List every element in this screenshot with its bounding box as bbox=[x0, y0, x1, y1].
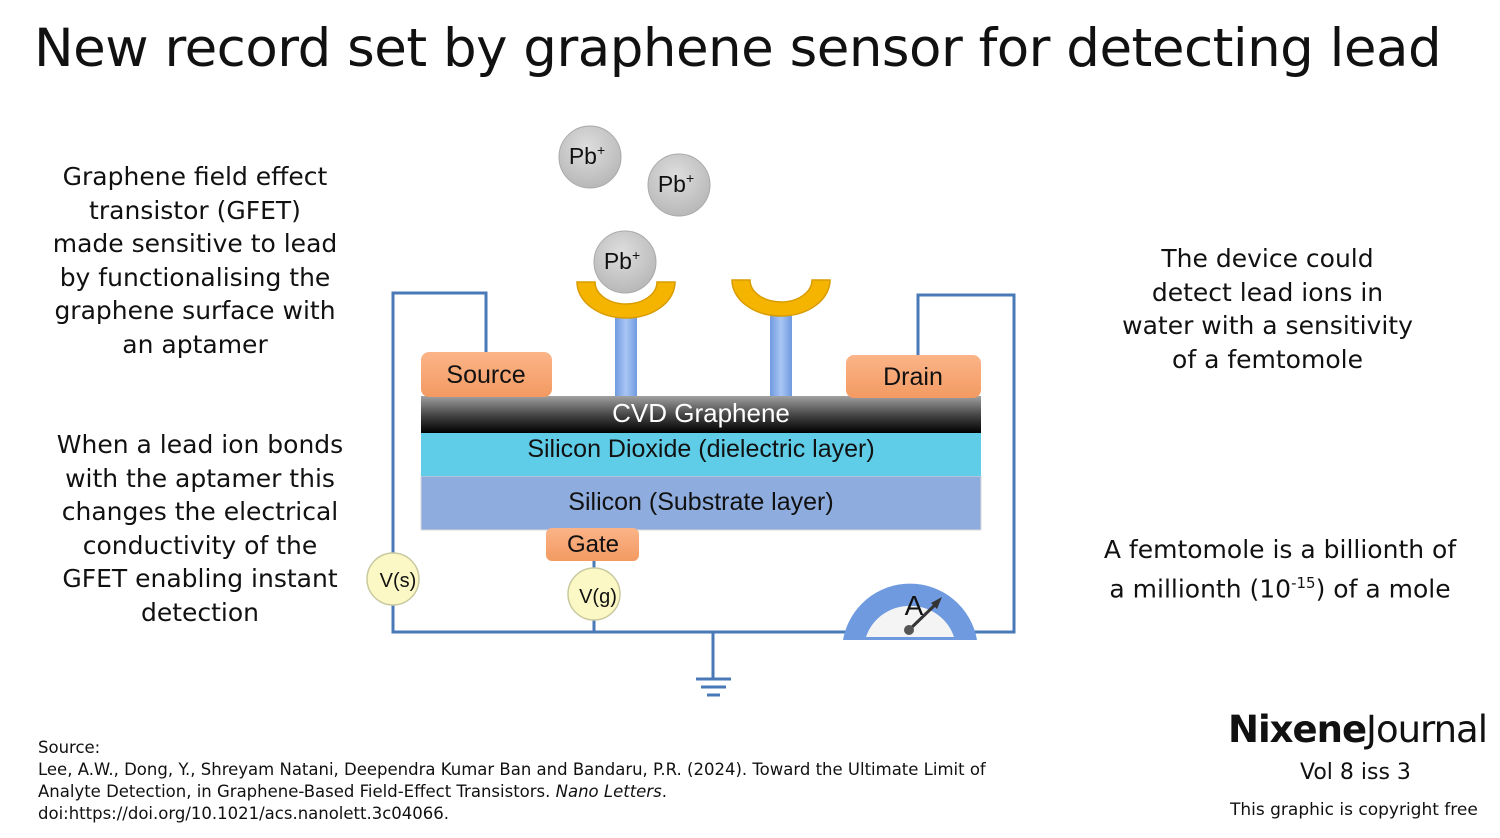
aptamer-cup bbox=[731, 279, 831, 317]
lead-ion-bound: Pb+ bbox=[593, 230, 657, 294]
ammeter-face bbox=[866, 605, 954, 637]
journal-name: Nano Letters bbox=[555, 782, 662, 801]
substrate-label: Silicon (Substrate layer) bbox=[568, 488, 833, 516]
text-line: conductivity of the bbox=[82, 530, 318, 560]
text-fragment: . bbox=[661, 782, 667, 801]
text-line: a millionth (10-15) of a mole bbox=[1090, 567, 1470, 606]
ion-charge: + bbox=[597, 142, 605, 158]
text-fragment: Analyte Detection, in Graphene-Based Fie… bbox=[38, 782, 556, 801]
source-voltage-meter bbox=[366, 552, 420, 606]
vs-label: V(s) bbox=[380, 570, 417, 592]
source-electrode bbox=[421, 352, 552, 397]
text-line: of a femtomole bbox=[1172, 344, 1363, 374]
needle-pivot bbox=[904, 625, 914, 635]
text-line: GFET enabling instant bbox=[62, 564, 338, 593]
graphene-layer bbox=[421, 396, 981, 433]
brand-bold: Nixene bbox=[1228, 708, 1367, 751]
source-doi: doi:https://doi.org/10.1021/acs.nanolett… bbox=[38, 804, 450, 823]
svg-text:Pb+: Pb+ bbox=[604, 247, 640, 274]
aptamer-cup bbox=[576, 281, 676, 319]
graphene-label: CVD Graphene bbox=[612, 398, 790, 428]
svg-text:Pb+: Pb+ bbox=[658, 170, 694, 197]
source-wire bbox=[391, 291, 594, 634]
ion-symbol: Pb bbox=[658, 171, 686, 197]
source-line: Lee, A.W., Dong, Y., Shreyam Natani, Dee… bbox=[38, 760, 986, 779]
ammeter-needle bbox=[907, 600, 940, 632]
gate-voltage-meter bbox=[567, 567, 621, 621]
text-line: transistor (GFET) bbox=[89, 195, 301, 225]
needle-tip bbox=[931, 597, 942, 609]
gfet-description: Graphene field effect transistor (GFET) … bbox=[40, 160, 350, 361]
lead-ion: Pb+ bbox=[558, 125, 622, 189]
text-line: detect lead ions in bbox=[1151, 277, 1384, 307]
ammeter: A bbox=[843, 583, 977, 640]
brand-regular: Journal bbox=[1366, 708, 1488, 751]
text-line: made sensitive to lead bbox=[52, 229, 338, 258]
aptamer-stalk bbox=[770, 316, 792, 398]
source-reference: Source: Lee, A.W., Dong, Y., Shreyam Nat… bbox=[38, 737, 1028, 825]
page-title: New record set by graphene sensor for de… bbox=[34, 18, 1442, 79]
vg-label: V(g) bbox=[579, 586, 617, 608]
ion-symbol: Pb bbox=[604, 248, 632, 274]
brand-logo: NixeneJournal bbox=[1228, 708, 1488, 751]
gate-electrode bbox=[546, 528, 639, 561]
drain-label: Drain bbox=[883, 363, 943, 391]
ammeter-label: A bbox=[905, 590, 924, 621]
ion-charge: + bbox=[632, 247, 640, 263]
drain-electrode bbox=[846, 355, 981, 398]
source-line: Analyte Detection, in Graphene-Based Fie… bbox=[38, 781, 1028, 803]
dielectric-layer bbox=[421, 432, 981, 476]
text-line: water with a sensitivity bbox=[1122, 311, 1413, 340]
ion-symbol: Pb bbox=[569, 143, 597, 169]
dielectric-label: Silicon Dioxide (dielectric layer) bbox=[527, 435, 874, 463]
copyright-note: This graphic is copyright free bbox=[1230, 800, 1478, 820]
text-line: with the aptamer this bbox=[65, 463, 335, 493]
text-line: detection bbox=[140, 597, 260, 627]
source-heading: Source: bbox=[38, 738, 101, 757]
text-line: graphene surface with bbox=[54, 296, 336, 325]
text-line: When a lead ion bonds bbox=[56, 430, 344, 459]
svg-text:Pb+: Pb+ bbox=[569, 142, 605, 169]
text-line: by functionalising the bbox=[59, 262, 331, 292]
text-line: an aptamer bbox=[122, 329, 268, 359]
aptamer-stalk bbox=[615, 316, 637, 398]
text-line: changes the electrical bbox=[61, 497, 339, 526]
text-line: Graphene field effect bbox=[62, 162, 328, 191]
source-label: Source bbox=[446, 361, 525, 389]
text-fragment: ) of a mole bbox=[1315, 573, 1451, 603]
ion-charge: + bbox=[686, 170, 694, 186]
ground-symbol bbox=[696, 677, 731, 697]
sensitivity-description: The device could detect lead ions in wat… bbox=[1110, 242, 1425, 376]
text-line: A femtomole is a billionth of bbox=[1103, 535, 1457, 564]
volume-issue: Vol 8 iss 3 bbox=[1300, 760, 1411, 785]
text-fragment: a millionth (10 bbox=[1109, 573, 1292, 603]
detection-description: When a lead ion bonds with the aptamer t… bbox=[40, 428, 360, 629]
femtomole-definition: A femtomole is a billionth of a milliont… bbox=[1090, 533, 1470, 605]
lead-ion: Pb+ bbox=[647, 153, 711, 217]
substrate-layer bbox=[420, 475, 982, 531]
gate-label: Gate bbox=[567, 531, 619, 558]
exponent: -15 bbox=[1291, 573, 1316, 592]
text-line: The device could bbox=[1161, 244, 1374, 273]
